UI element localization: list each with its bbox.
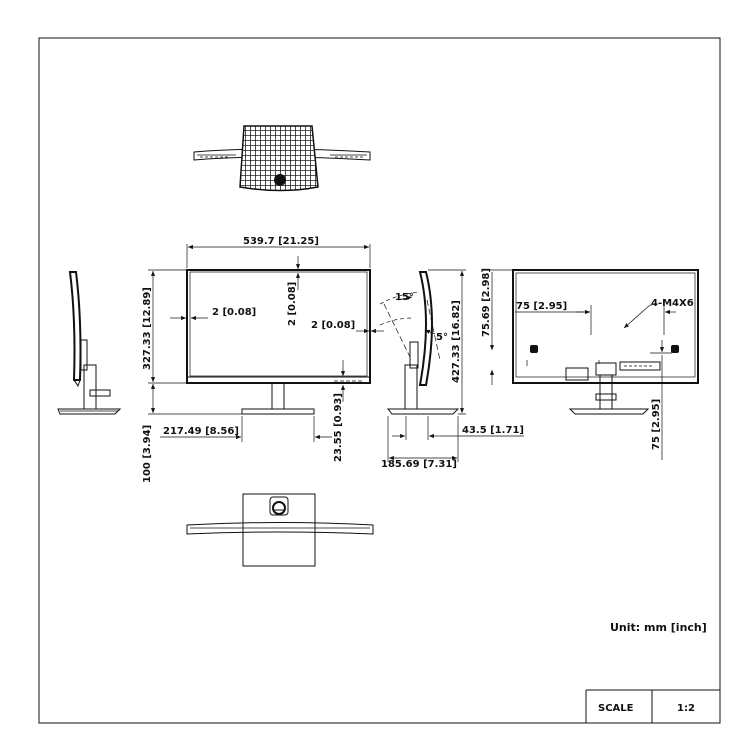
- dim-top-width: 539.7 [21.25]: [243, 236, 319, 247]
- dim-vesa-h: 75 [2.95]: [516, 301, 567, 312]
- bottom-view: [186, 493, 374, 567]
- dim-bezel-top: 2 [0.08]: [287, 282, 298, 326]
- dim-vesa-offset-v: 75.69 [2.98]: [481, 268, 492, 337]
- dim-tilt-back: 15°: [395, 292, 414, 303]
- dim-vesa-v: 75 [2.95]: [651, 399, 662, 450]
- front-view: [186, 269, 371, 415]
- left-side-view: [57, 271, 122, 415]
- vesa-hole-icon: [530, 345, 538, 353]
- top-view: [193, 125, 371, 192]
- vesa-hole-icon: [671, 345, 679, 353]
- dim-bezel-right: 2 [0.08]: [311, 320, 355, 331]
- side-tilt-view: 15° 5° 427.33 [16.82] 43.5 [1.71] 185.69…: [379, 269, 524, 470]
- front-dims: 539.7 [21.25] 327.33 [12.89] 100 [3.94] …: [142, 236, 384, 483]
- unit-note: Unit: mm [inch]: [610, 621, 707, 634]
- dim-vesa-screws: 4-M4X6: [651, 298, 694, 309]
- dim-stand-height: 100 [3.94]: [142, 425, 153, 483]
- hinge-icon: [274, 174, 286, 186]
- title-block: SCALE 1:2: [585, 689, 720, 723]
- scale-value: 1:2: [677, 703, 695, 714]
- scale-label: SCALE: [598, 703, 634, 714]
- rear-view: 75.69 [2.98] 75 [2.95] 4-M4X6 75 [2.95]: [481, 268, 699, 460]
- dim-total-height: 427.33 [16.82]: [451, 300, 462, 383]
- dim-tilt-forward: 5°: [436, 332, 448, 343]
- sheet-border: [38, 37, 721, 724]
- dim-chin: 23.55 [0.93]: [333, 393, 344, 462]
- dim-base-offset: 217.49 [8.56]: [163, 426, 239, 437]
- dim-screen-height: 327.33 [12.89]: [142, 287, 153, 370]
- dim-depth-stand: 43.5 [1.71]: [462, 425, 524, 436]
- dim-base-depth: 185.69 [7.31]: [381, 459, 457, 470]
- dim-bezel-left: 2 [0.08]: [212, 307, 256, 318]
- stand-hinge-icon: [272, 501, 286, 515]
